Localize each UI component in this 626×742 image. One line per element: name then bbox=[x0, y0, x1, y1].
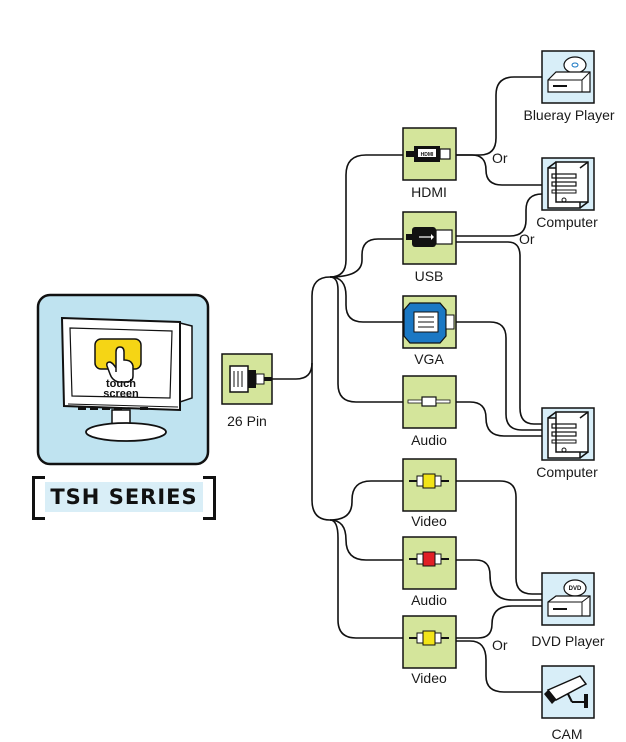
computer-bottom-icon bbox=[541, 407, 595, 461]
rca-video-top-connector-icon bbox=[402, 458, 457, 512]
vga-connector-icon bbox=[402, 295, 457, 349]
dvd-logo-text: DVD bbox=[569, 586, 582, 592]
usb-label: USB bbox=[414, 268, 444, 284]
right-bracket bbox=[203, 476, 216, 520]
touch-label: touch bbox=[106, 378, 136, 390]
computer-top-icon bbox=[541, 157, 595, 211]
security-camera-icon bbox=[541, 665, 595, 719]
video-top-label: Video bbox=[411, 513, 447, 529]
audio-jack-connector-icon bbox=[402, 375, 457, 429]
dvd-player-label: DVD Player bbox=[531, 633, 605, 649]
computer-bottom-label: Computer bbox=[536, 464, 598, 480]
touchscreen-monitor-illustration: touch screen bbox=[36, 293, 210, 466]
26-pin-label: 26 Pin bbox=[227, 413, 267, 429]
cam-label: CAM bbox=[551, 726, 583, 742]
audio-top-label: Audio bbox=[411, 432, 447, 448]
dvd-player-icon: DVD bbox=[541, 572, 595, 626]
rca-audio-connector-icon bbox=[402, 536, 457, 590]
computer-top-label: Computer bbox=[536, 214, 598, 230]
hdmi-label: HDMI bbox=[411, 184, 447, 200]
hdmi-connector-icon: HDMI bbox=[402, 127, 457, 181]
or-label-video: Or bbox=[492, 637, 508, 653]
screen-label: screen bbox=[103, 388, 139, 400]
hdmi-logo-text: HDMI bbox=[421, 152, 434, 158]
26-pin-connector-icon bbox=[221, 353, 273, 405]
rca-video-bottom-connector-icon bbox=[402, 615, 457, 669]
video-bottom-label: Video bbox=[411, 670, 447, 686]
or-label-usb: Or bbox=[519, 231, 535, 247]
tsh-series-label: TSH SERIES bbox=[32, 476, 216, 520]
usb-connector-icon bbox=[402, 211, 457, 265]
blueray-player-icon bbox=[541, 50, 595, 104]
connection-wires bbox=[272, 76, 543, 693]
vga-label: VGA bbox=[414, 351, 444, 367]
blueray-player-label: Blueray Player bbox=[523, 107, 615, 123]
or-label-hdmi: Or bbox=[492, 150, 508, 166]
series-title: TSH SERIES bbox=[50, 485, 198, 509]
title-background bbox=[45, 482, 203, 512]
left-bracket bbox=[32, 476, 45, 520]
audio-bottom-label: Audio bbox=[411, 592, 447, 608]
